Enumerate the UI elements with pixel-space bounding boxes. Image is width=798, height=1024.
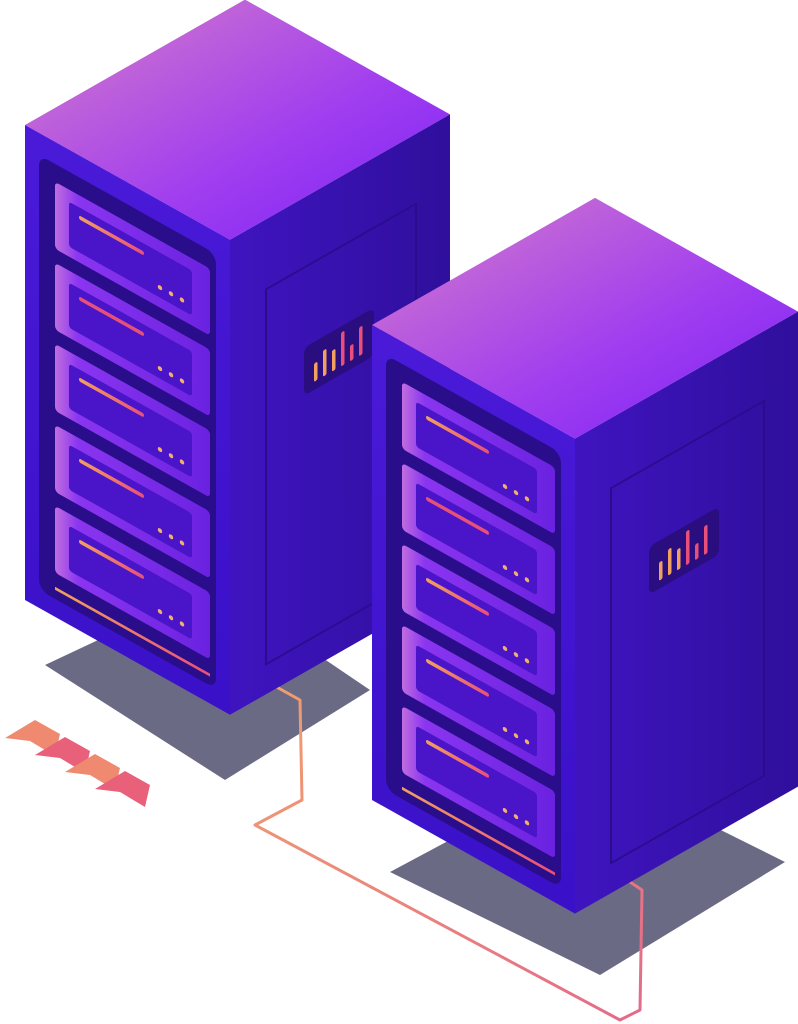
base-light-strip	[402, 786, 555, 876]
rack-top-face	[372, 197, 798, 439]
activity-bar	[359, 326, 363, 356]
status-light-bar	[426, 416, 489, 454]
status-light-bar	[79, 297, 144, 336]
activity-bar	[704, 524, 708, 555]
server-drawer	[402, 707, 555, 857]
activity-bar	[677, 548, 681, 570]
server-drawer	[55, 345, 210, 496]
status-light-bar	[426, 497, 489, 535]
indicator-dot-icon	[157, 366, 163, 372]
indicator-dot-icon	[513, 733, 519, 739]
server-drawer	[402, 464, 555, 614]
activity-bar	[350, 344, 354, 361]
indicator-dot-icon	[157, 609, 163, 615]
activity-monitor-icon	[304, 310, 374, 394]
activity-bar	[686, 530, 690, 565]
activity-bar	[341, 331, 345, 366]
rack-side-face	[575, 311, 798, 914]
status-light-bar	[426, 659, 489, 697]
indicator-dot-icon	[524, 820, 530, 826]
rack-top-face	[25, 0, 450, 240]
activity-monitor-icon	[649, 509, 719, 592]
status-light-bar	[79, 216, 144, 255]
indicator-dot-icon	[157, 285, 163, 291]
rack-side-panel	[610, 399, 765, 865]
chevron-arrows-icon	[5, 720, 150, 807]
activity-bar	[314, 362, 318, 382]
indicator-dot-icon	[157, 528, 163, 534]
indicator-dot-icon	[168, 291, 174, 297]
indicator-dot-icon	[168, 453, 174, 459]
indicator-dot-icon	[157, 447, 163, 453]
chevron-icon	[95, 771, 150, 807]
status-light-bar	[426, 578, 489, 616]
indicator-dot-icon	[513, 571, 519, 577]
indicator-dot-icon	[179, 621, 185, 627]
server-rack-right	[372, 197, 798, 914]
server-drawer	[55, 264, 210, 415]
indicator-dot-icon	[502, 483, 508, 490]
server-drawer	[55, 426, 210, 577]
server-drawer	[55, 507, 210, 658]
indicator-dot-icon	[179, 459, 185, 465]
indicator-dot-icon	[502, 645, 508, 652]
indicator-dot-icon	[524, 739, 530, 745]
indicator-dot-icon	[513, 652, 519, 658]
server-drawer	[402, 626, 555, 776]
rack-front-panel	[39, 158, 216, 685]
base-light-strip	[55, 586, 210, 677]
chevron-icon	[35, 737, 90, 773]
indicator-dot-icon	[513, 814, 519, 820]
server-drawer	[402, 545, 555, 695]
indicator-dot-icon	[502, 807, 508, 814]
server-drawer	[55, 183, 210, 334]
status-light-bar	[79, 378, 144, 417]
indicator-dot-icon	[179, 540, 185, 546]
activity-bar	[323, 349, 327, 377]
network-cable	[253, 673, 644, 1022]
activity-bar	[659, 561, 663, 581]
indicator-dot-icon	[524, 658, 530, 664]
indicator-dot-icon	[502, 726, 508, 733]
indicator-dot-icon	[513, 490, 519, 496]
activity-bar	[332, 349, 336, 372]
chevron-icon	[65, 754, 120, 790]
status-light-bar	[426, 740, 489, 778]
side-panel-outline	[610, 399, 765, 865]
indicator-dot-icon	[168, 372, 174, 378]
server-rack-left	[25, 0, 450, 715]
indicator-dot-icon	[524, 577, 530, 583]
indicator-dot-icon	[502, 564, 508, 571]
indicator-dot-icon	[179, 378, 185, 384]
indicator-dot-icon	[168, 615, 174, 621]
activity-bar	[668, 548, 672, 576]
rack-front-panel	[386, 358, 561, 884]
indicator-dot-icon	[179, 297, 185, 303]
status-light-bar	[79, 459, 144, 498]
chevron-icon	[5, 720, 60, 756]
server-drawer	[402, 383, 555, 533]
status-light-bar	[79, 540, 144, 579]
indicator-dot-icon	[168, 534, 174, 540]
activity-bar	[695, 543, 699, 560]
indicator-dot-icon	[524, 496, 530, 502]
